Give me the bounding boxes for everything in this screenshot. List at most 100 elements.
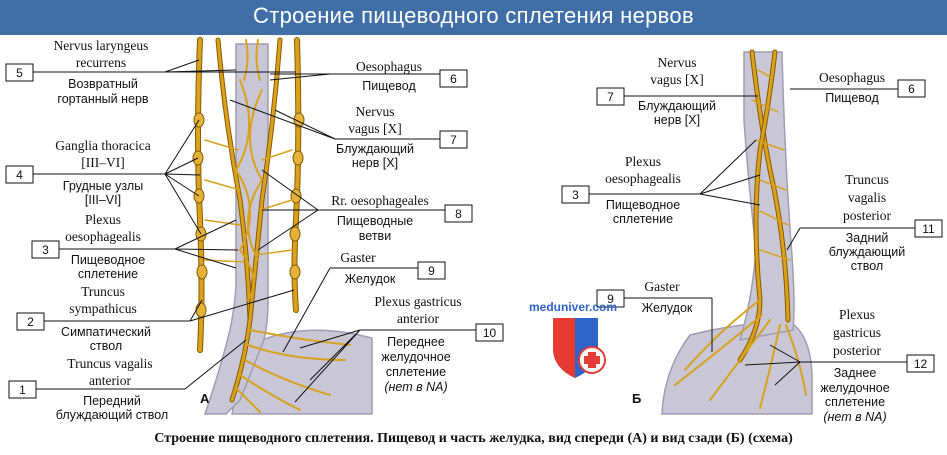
svg-text:Желудок: Желудок [642, 301, 693, 315]
svg-text:Plexus: Plexus [85, 212, 121, 227]
svg-text:Nervus: Nervus [356, 104, 395, 119]
svg-text:6: 6 [450, 72, 457, 86]
svg-text:блуждающий ствол: блуждающий ствол [56, 408, 168, 422]
svg-text:1: 1 [19, 383, 26, 397]
label-3-left: Plexus oesophagealis 3 Пищеводное сплете… [31, 212, 175, 281]
svg-text:5: 5 [16, 66, 23, 80]
svg-text:4: 4 [16, 168, 23, 182]
svg-text:сплетение: сплетение [386, 365, 446, 379]
svg-text:сплетение: сплетение [825, 395, 885, 409]
svg-text:Заднее: Заднее [834, 366, 877, 380]
svg-text:oesophagealis: oesophagealis [65, 229, 141, 244]
svg-text:3: 3 [42, 243, 49, 257]
svg-text:нерв [X]: нерв [X] [654, 113, 700, 127]
svg-text:Пищеводные: Пищеводные [337, 214, 413, 228]
watermark-text[interactable]: meduniver.com [529, 300, 618, 314]
svg-text:Ganglia thoracica: Ganglia thoracica [55, 138, 151, 153]
svg-text:6: 6 [908, 82, 915, 96]
svg-text:Блуждающий: Блуждающий [638, 99, 716, 113]
label-8: Rr. oesophageales 8 Пищеводные ветви [257, 169, 473, 251]
label-2: Truncus sympathicus 2 Симпатический ство… [16, 284, 190, 353]
svg-text:(нет в NA): (нет в NA) [384, 380, 447, 394]
label-7-a: Nervus vagus [X] 7 Блуждающий нерв [X] [229, 99, 468, 170]
svg-text:9: 9 [607, 292, 614, 306]
svg-text:Truncus vagalis: Truncus vagalis [67, 356, 152, 371]
svg-text:Задний: Задний [846, 231, 889, 245]
meduniver-logo-icon [553, 318, 606, 378]
svg-text:нерв [X]: нерв [X] [352, 156, 398, 170]
svg-text:гортанный нерв: гортанный нерв [57, 92, 149, 106]
svg-text:Передний: Передний [83, 394, 141, 408]
svg-text:9: 9 [428, 264, 435, 278]
label-5: Nervus laryngeus recurrens 5 Возвратный … [5, 38, 165, 106]
figure-caption: Строение пищеводного сплетения. Пищевод … [154, 431, 793, 446]
svg-text:Пищеводное: Пищеводное [606, 198, 680, 212]
esophagus-shape-b [738, 51, 795, 341]
label-6-a: Oesophagus 6 Пищевод [269, 59, 468, 93]
svg-text:Желудок: Желудок [345, 272, 396, 286]
svg-text:recurrens: recurrens [76, 55, 126, 70]
svg-text:Nervus laryngeus: Nervus laryngeus [54, 38, 149, 53]
svg-text:Пищевод: Пищевод [362, 79, 416, 93]
label-4: Ganglia thoracica [III–VI] 4 Грудные узл… [5, 138, 165, 207]
svg-text:Truncus: Truncus [81, 284, 125, 299]
svg-text:Oesophagus: Oesophagus [819, 70, 885, 85]
label-9-a: Gaster 9 Желудок [282, 250, 446, 353]
svg-text:ствол: ствол [851, 259, 883, 273]
svg-text:3: 3 [572, 188, 579, 202]
svg-text:ствол: ствол [90, 339, 122, 353]
svg-text:Oesophagus: Oesophagus [356, 59, 422, 74]
svg-text:vagus [X]: vagus [X] [348, 121, 402, 136]
svg-text:Gaster: Gaster [644, 279, 680, 294]
svg-text:Nervus: Nervus [658, 55, 697, 70]
svg-text:блуждающий: блуждающий [829, 245, 906, 259]
svg-text:Симпатический: Симпатический [61, 325, 151, 339]
svg-text:anterior: anterior [397, 311, 439, 326]
svg-text:vagus [X]: vagus [X] [650, 72, 704, 87]
svg-text:Пищеводное: Пищеводное [71, 253, 145, 267]
svg-text:Блуждающий: Блуждающий [336, 142, 414, 156]
label-12: Plexus gastricus posterior 12 Заднее жел… [744, 307, 935, 424]
svg-text:Plexus: Plexus [625, 154, 661, 169]
svg-text:10: 10 [483, 326, 497, 340]
label-11: Truncus vagalis posterior 11 Задний блуж… [786, 172, 943, 273]
svg-text:сплетение: сплетение [78, 267, 138, 281]
label-9-b: Gaster 9 Желудок [596, 279, 713, 352]
svg-text:Truncus: Truncus [845, 172, 889, 187]
svg-text:Возвратный: Возвратный [68, 77, 138, 91]
svg-text:Rr. oesophageales: Rr. oesophageales [331, 193, 428, 208]
title-banner: Строение пищеводного сплетения нервов [0, 0, 947, 35]
label-1: Truncus vagalis anterior 1 Передний блуж… [8, 356, 185, 422]
svg-text:vagalis: vagalis [848, 190, 886, 205]
svg-text:желудочное: желудочное [820, 381, 889, 395]
svg-text:sympathicus: sympathicus [69, 301, 137, 316]
svg-text:ветви: ветви [359, 229, 391, 243]
svg-text:anterior: anterior [89, 373, 131, 388]
svg-text:posterior: posterior [843, 208, 891, 223]
svg-text:(нет в NA): (нет в NA) [823, 410, 886, 424]
svg-text:Gaster: Gaster [340, 250, 376, 265]
panel-label-a: A [200, 391, 210, 406]
panel-b-illustration: Б [632, 49, 813, 415]
svg-text:8: 8 [455, 207, 462, 221]
svg-text:Грудные узлы: Грудные узлы [63, 179, 143, 193]
svg-text:7: 7 [450, 133, 457, 147]
svg-text:2: 2 [27, 315, 34, 329]
svg-text:Пищевод: Пищевод [825, 91, 879, 105]
svg-text:[III–VI]: [III–VI] [85, 193, 121, 207]
svg-text:gastricus: gastricus [833, 325, 881, 340]
page-title: Строение пищеводного сплетения нервов [253, 3, 694, 28]
svg-text:[III–VI]: [III–VI] [81, 155, 124, 170]
label-6-b: Oesophagus 6 Пищевод [790, 70, 926, 105]
svg-text:сплетение: сплетение [613, 212, 673, 226]
label-10: Plexus gastricus anterior 10 Переднее же… [294, 294, 504, 403]
svg-text:12: 12 [914, 357, 928, 371]
svg-text:Plexus gastricus: Plexus gastricus [374, 294, 461, 309]
svg-text:7: 7 [607, 90, 614, 104]
panel-label-b: Б [632, 391, 641, 406]
svg-text:posterior: posterior [833, 343, 881, 358]
left-leader-lines [164, 59, 296, 390]
label-3-right: Plexus oesophagealis 3 Пищеводное сплете… [561, 139, 761, 226]
svg-text:11: 11 [922, 222, 935, 236]
